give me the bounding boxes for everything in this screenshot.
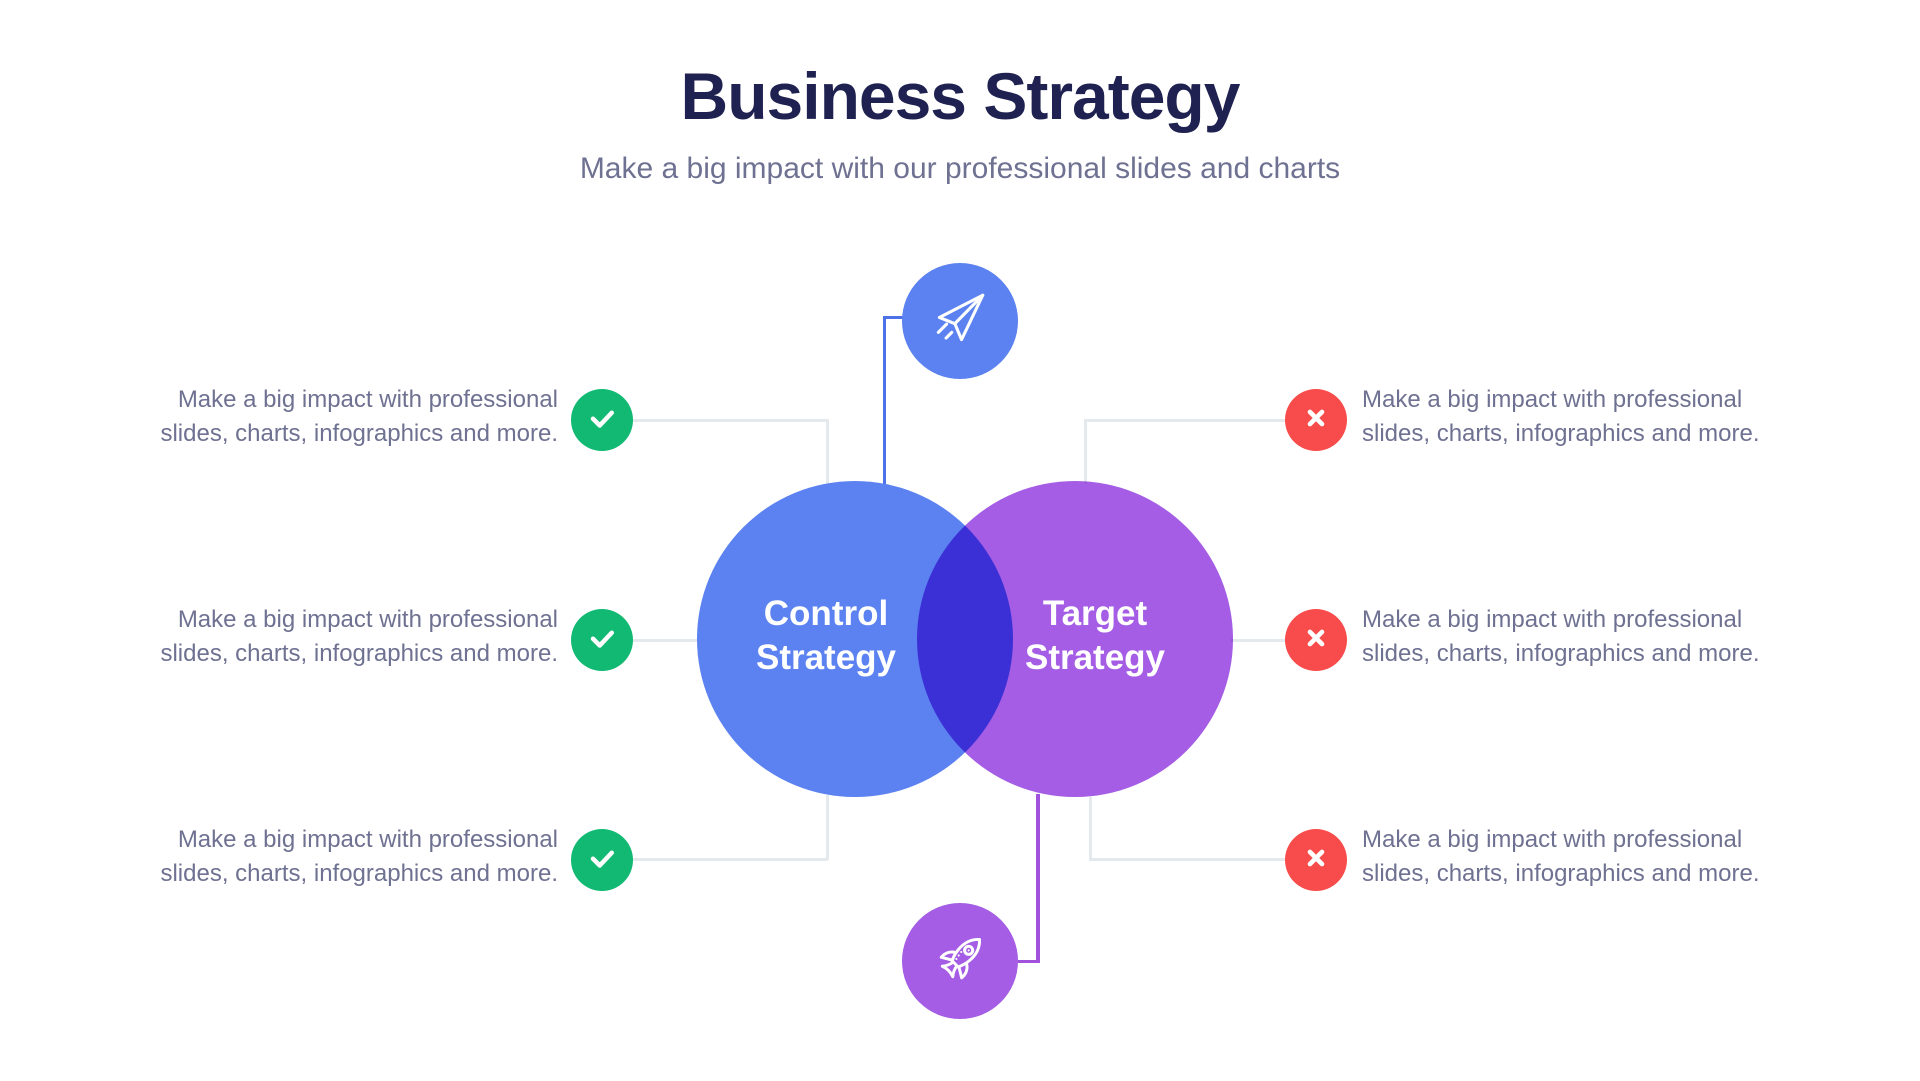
drawback-item-line1: Make a big impact with professional (1362, 826, 1743, 853)
connector-left-bottom-v (825, 795, 829, 860)
benefit-item-line2: slides, charts, infographics and more. (160, 640, 558, 667)
x-icon (1300, 622, 1332, 659)
connector-left-mid-h (633, 638, 700, 642)
benefit-item-line1: Make a big impact with professional (177, 606, 558, 633)
drawback-item-3: Make a big impact with professional slid… (1362, 823, 1802, 891)
check-badge (571, 389, 633, 451)
x-icon (1300, 842, 1332, 879)
connector-rocket-h (1018, 959, 1038, 963)
connector-right-top-h (1083, 418, 1285, 422)
control-strategy-label: Control Strategy (755, 594, 897, 677)
check-icon (584, 840, 620, 881)
connector-left-bottom-h (633, 857, 828, 861)
x-badge (1285, 609, 1347, 671)
benefit-item-3: Make a big impact with professional slid… (118, 823, 558, 891)
benefit-item-2: Make a big impact with professional slid… (118, 603, 558, 671)
drawback-item-line2: slides, charts, infographics and more. (1362, 420, 1760, 447)
x-icon (1300, 402, 1332, 439)
benefit-item-1: Make a big impact with professional slid… (118, 383, 558, 451)
connector-rocket-v (1036, 794, 1040, 963)
drawback-item-line1: Make a big impact with professional (1362, 386, 1743, 413)
target-strategy-label: Target Strategy (1024, 594, 1166, 677)
target-strategy-circle (917, 481, 1233, 797)
drawback-item-2: Make a big impact with professional slid… (1362, 603, 1802, 671)
paper-plane-icon (927, 286, 993, 357)
connector-right-mid-h (1231, 638, 1285, 642)
benefit-item-line1: Make a big impact with professional (177, 826, 558, 853)
drawback-item-line2: slides, charts, infographics and more. (1362, 860, 1760, 887)
x-badge (1285, 389, 1347, 451)
connector-right-bottom-h (1088, 857, 1285, 861)
benefit-item-line2: slides, charts, infographics and more. (160, 860, 558, 887)
rocket-icon (926, 925, 994, 998)
connector-right-top-v (1083, 418, 1087, 483)
drawback-item-line2: slides, charts, infographics and more. (1362, 640, 1760, 667)
check-icon (584, 620, 620, 661)
connector-plane-v (882, 315, 886, 486)
x-badge (1285, 829, 1347, 891)
benefit-item-line2: slides, charts, infographics and more. (160, 420, 558, 447)
check-icon (584, 400, 620, 441)
check-badge (571, 829, 633, 891)
check-badge (571, 609, 633, 671)
drawback-item-line1: Make a big impact with professional (1362, 606, 1743, 633)
benefit-item-line1: Make a big impact with professional (177, 386, 558, 413)
connector-plane-h (884, 315, 904, 319)
connector-left-top-v (825, 418, 829, 485)
rocket-bubble (902, 903, 1018, 1019)
paper-plane-bubble (902, 263, 1018, 379)
page-title: Business Strategy (680, 59, 1241, 133)
connector-left-top-h (633, 418, 828, 422)
drawback-item-1: Make a big impact with professional slid… (1362, 383, 1802, 451)
connector-right-bottom-v (1088, 797, 1092, 860)
page-subtitle: Make a big impact with our professional … (579, 152, 1341, 185)
